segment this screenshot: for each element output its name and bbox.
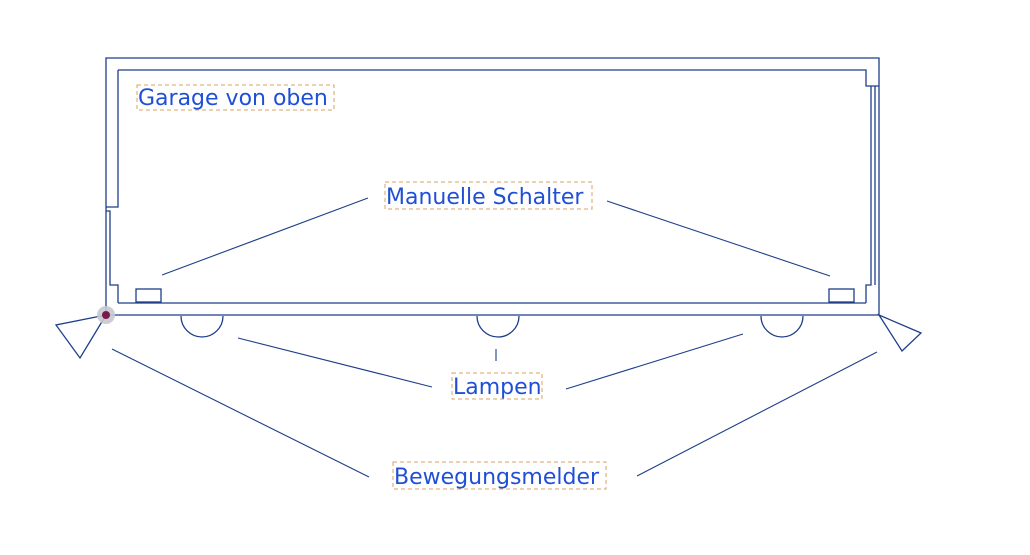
label-switches[interactable]: Manuelle Schalter <box>384 181 593 210</box>
label-lamps[interactable]: Lampen <box>451 372 543 400</box>
lamp-left <box>180 315 224 338</box>
label-lamps-box <box>451 372 543 400</box>
label-lamps-text: Lampen <box>453 375 542 400</box>
motion-sensor-right <box>877 313 923 353</box>
label-motion-sensors-box <box>392 461 607 490</box>
leader-switch-left <box>161 197 369 276</box>
selected-point[interactable] <box>102 311 110 319</box>
lamp-center <box>476 315 520 338</box>
switch-left <box>135 288 162 303</box>
leader-lines <box>111 197 878 478</box>
label-title-box <box>136 84 335 111</box>
motion-sensor-left <box>54 314 108 360</box>
inner-wall-left-lower <box>106 210 119 303</box>
leader-sensor-left <box>111 348 370 478</box>
switch-right <box>828 288 855 303</box>
label-title[interactable]: Garage von oben <box>136 84 335 111</box>
lamp-right <box>760 315 804 338</box>
inner-wall-top <box>118 69 879 87</box>
leader-lamp-left <box>237 337 433 388</box>
label-motion-sensors[interactable]: Bewegungsmelder <box>392 461 607 490</box>
leader-lamp-right <box>565 333 744 390</box>
label-switches-box <box>384 181 593 210</box>
label-motion-sensors-text: Bewegungsmelder <box>394 465 600 490</box>
inner-wall-right <box>865 86 872 303</box>
label-switches-text: Manuelle Schalter <box>386 185 584 210</box>
leader-switch-right <box>606 200 831 277</box>
leader-sensor-right <box>636 351 878 477</box>
inner-wall-left-upper <box>106 70 119 208</box>
label-title-text: Garage von oben <box>138 86 328 111</box>
